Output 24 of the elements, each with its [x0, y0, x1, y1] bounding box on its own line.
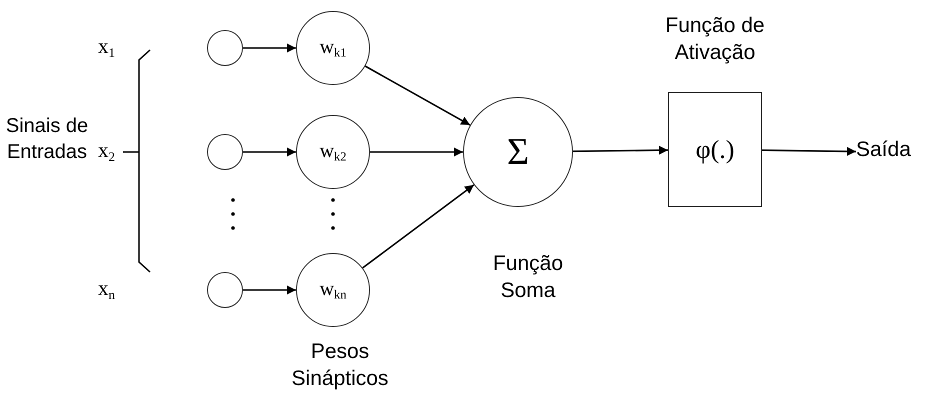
input-circle	[207, 134, 243, 170]
arrow	[243, 286, 296, 294]
input-label: x$_{n}$	[98, 276, 116, 303]
arrow	[572, 146, 668, 155]
arrow	[762, 146, 856, 156]
weight-circle: w$_{k1}$	[296, 11, 370, 85]
output-label: Saída	[856, 136, 911, 164]
weight-circle: w$_{kn}$	[296, 253, 370, 327]
summation-circle: Σ	[463, 97, 573, 207]
weights-label: Pesos Sinápticos	[290, 339, 390, 392]
input-circle	[207, 30, 243, 66]
node-caption: Função Soma	[492, 251, 564, 304]
input-label: x$_{2}$	[98, 138, 116, 165]
input-signals-label: Sinais de Entradas	[4, 114, 90, 165]
arrow	[370, 148, 463, 156]
arrow	[243, 148, 296, 156]
block-heading: Função de Ativação	[664, 13, 766, 66]
input-circle	[207, 272, 243, 308]
activation-box: φ(.)	[668, 92, 762, 207]
weight-circle: w$_{k2}$	[296, 115, 370, 189]
arrow	[243, 44, 296, 52]
input-label: x$_{1}$	[98, 34, 116, 61]
arrow	[364, 65, 470, 126]
arrow	[362, 184, 474, 269]
